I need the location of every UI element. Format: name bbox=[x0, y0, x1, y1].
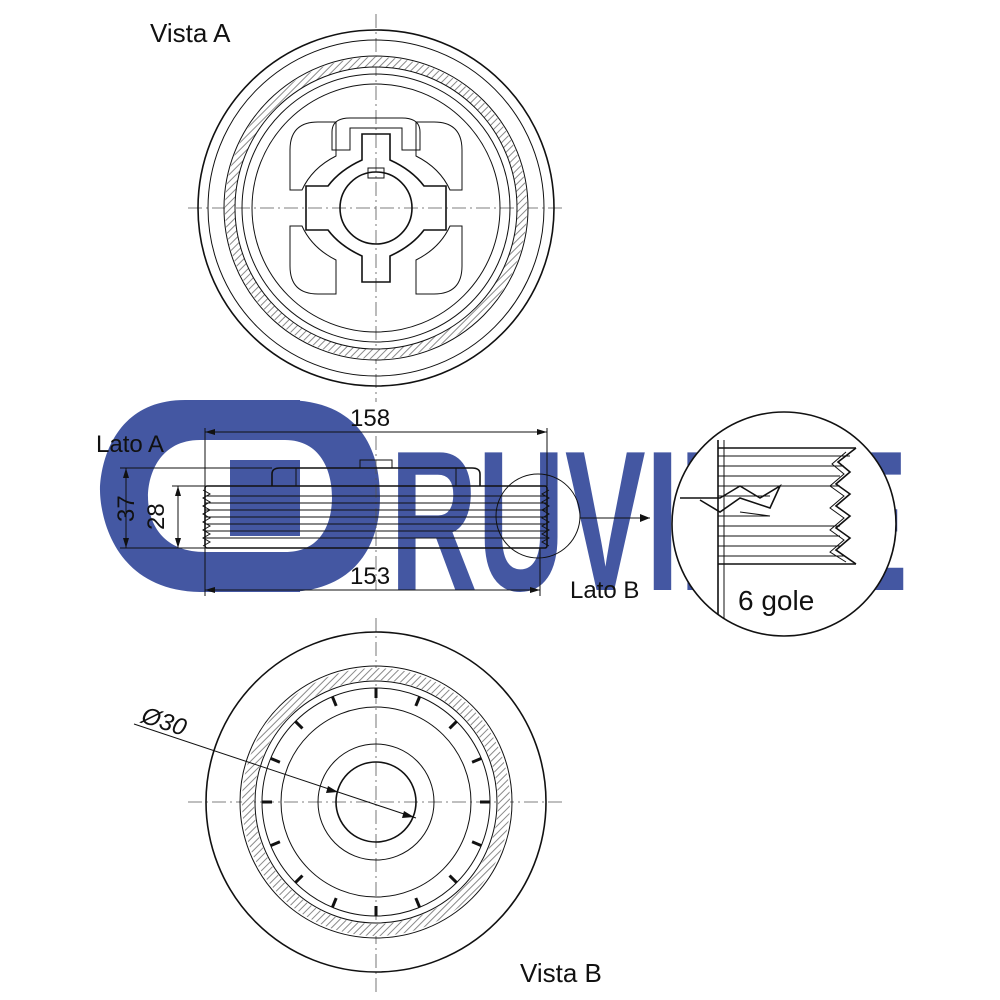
view-b-tabs bbox=[262, 688, 490, 916]
view-a-hub bbox=[305, 133, 447, 283]
view-b-tab bbox=[414, 897, 422, 908]
side-b-label: Lato B bbox=[570, 577, 639, 604]
dimension-153-label: 153 bbox=[350, 563, 390, 590]
dimension-153 bbox=[204, 548, 541, 596]
dimension-28 bbox=[172, 485, 205, 549]
view-b-tab bbox=[330, 696, 338, 707]
view-b-tab bbox=[448, 720, 458, 730]
view-b-tab bbox=[294, 874, 304, 884]
side-view-drawing bbox=[201, 436, 650, 590]
bore-diameter-label: Ø30 bbox=[137, 702, 190, 742]
view-b-tab bbox=[471, 840, 482, 848]
view-a-drawing bbox=[188, 14, 566, 402]
view-b-tab bbox=[270, 840, 281, 848]
groove-detail-label: 6 gole bbox=[738, 585, 814, 616]
dimension-158 bbox=[204, 428, 548, 486]
dimension-37-label: 37 bbox=[113, 495, 140, 522]
view-a-label: Vista A bbox=[150, 18, 231, 48]
view-b-tab bbox=[270, 756, 281, 764]
view-b-tab bbox=[294, 720, 304, 730]
groove-detail bbox=[671, 411, 897, 637]
dimension-158-label: 158 bbox=[350, 405, 390, 432]
ruville-logo-emblem bbox=[100, 400, 380, 592]
view-b-tab bbox=[414, 696, 422, 707]
view-b-tab bbox=[448, 874, 458, 884]
view-b-drawing bbox=[133, 618, 566, 996]
side-view-grooves bbox=[201, 489, 551, 547]
dimension-28-label: 28 bbox=[143, 503, 170, 530]
view-a-windows bbox=[289, 117, 463, 295]
view-b-label: Vista B bbox=[520, 958, 602, 988]
view-b-tab bbox=[330, 897, 338, 908]
side-a-label: Lato A bbox=[96, 431, 164, 458]
view-b-tab bbox=[471, 756, 482, 764]
